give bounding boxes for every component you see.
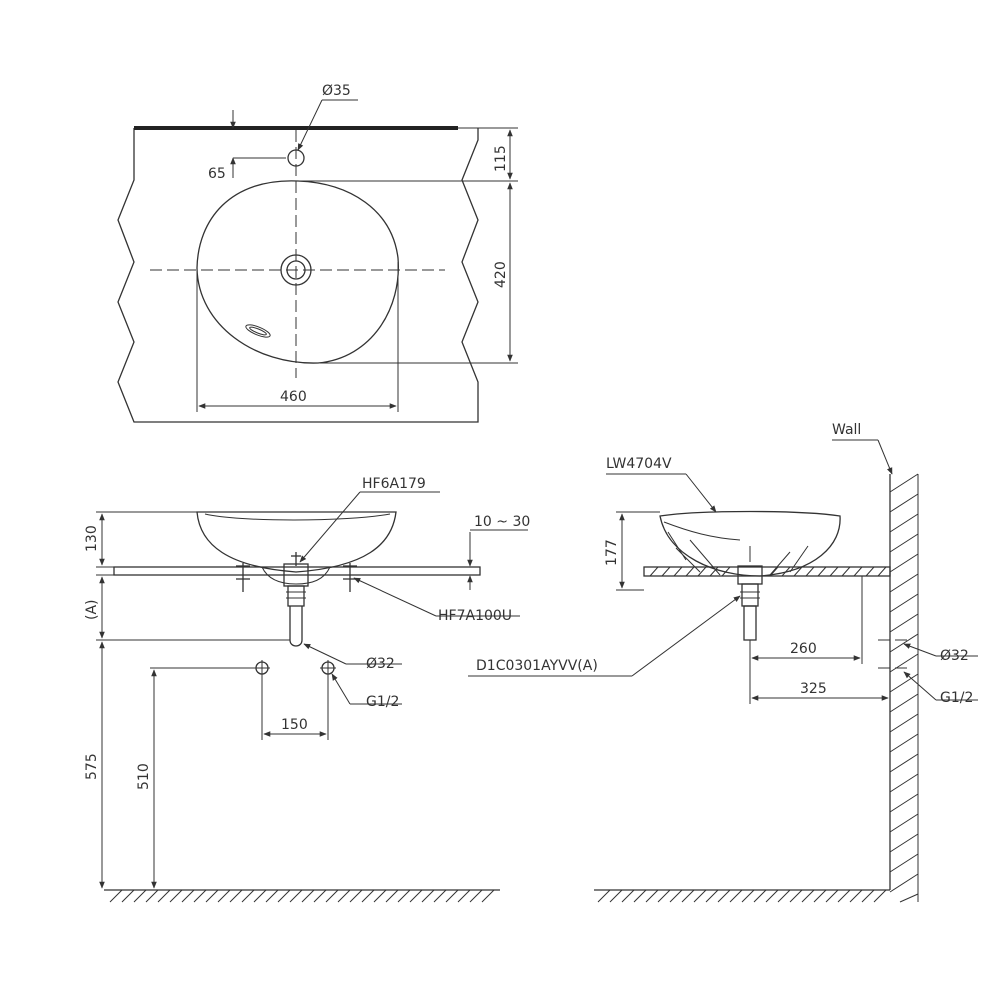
overflow-slot xyxy=(245,324,271,338)
front-view: HF6A179 10 ~ 30 HF7A100U Ø32 G1/2 130 (A… xyxy=(84,476,530,903)
basin-outline xyxy=(196,180,399,364)
drain-pipe xyxy=(289,606,303,647)
trap-label: D1C0301AYVV(A) xyxy=(476,658,598,674)
basin-label: LW4704V xyxy=(606,456,672,472)
dim-150: 150 xyxy=(281,717,308,733)
faucet-offset-label: 65 xyxy=(208,166,226,182)
dim-115: 115 xyxy=(493,145,509,172)
drain-inner xyxy=(286,260,306,280)
dim-10-30: 10 ~ 30 xyxy=(474,514,530,530)
dim-A: (A) xyxy=(84,599,100,620)
side-view: Wall LW4704V 177 D1C0301AYVV(A) xyxy=(468,422,978,903)
side-basin xyxy=(659,510,841,577)
dim-460: 460 xyxy=(280,389,307,405)
dim-510: 510 xyxy=(136,763,152,790)
drain-outer xyxy=(280,254,312,286)
dim-420: 420 xyxy=(493,261,509,288)
dim-130: 130 xyxy=(84,525,100,552)
side-drain-pipe xyxy=(743,605,757,641)
dim-325: 325 xyxy=(800,681,827,697)
supply-valves xyxy=(254,660,336,676)
drain-label: HF6A179 xyxy=(362,476,426,492)
countertop-slab xyxy=(113,566,481,576)
bracket-label: HF7A100U xyxy=(438,608,512,624)
vessel-basin xyxy=(196,511,397,573)
side-supply-label: G1/2 xyxy=(940,690,973,706)
dim-575: 575 xyxy=(84,753,100,780)
overflow-slot-inner xyxy=(249,326,267,336)
top-view: Ø35 65 115 420 460 xyxy=(117,83,518,423)
faucet-hole xyxy=(287,149,305,167)
dim-260: 260 xyxy=(790,641,817,657)
supply-label: G1/2 xyxy=(366,694,399,710)
faucet-hole-label: Ø35 xyxy=(322,83,351,99)
dim-177: 177 xyxy=(604,539,620,566)
side-outlet-label: Ø32 xyxy=(940,648,969,664)
countertop-outline xyxy=(117,128,479,423)
outlet-label: Ø32 xyxy=(366,656,395,672)
wall-label: Wall xyxy=(832,422,861,438)
